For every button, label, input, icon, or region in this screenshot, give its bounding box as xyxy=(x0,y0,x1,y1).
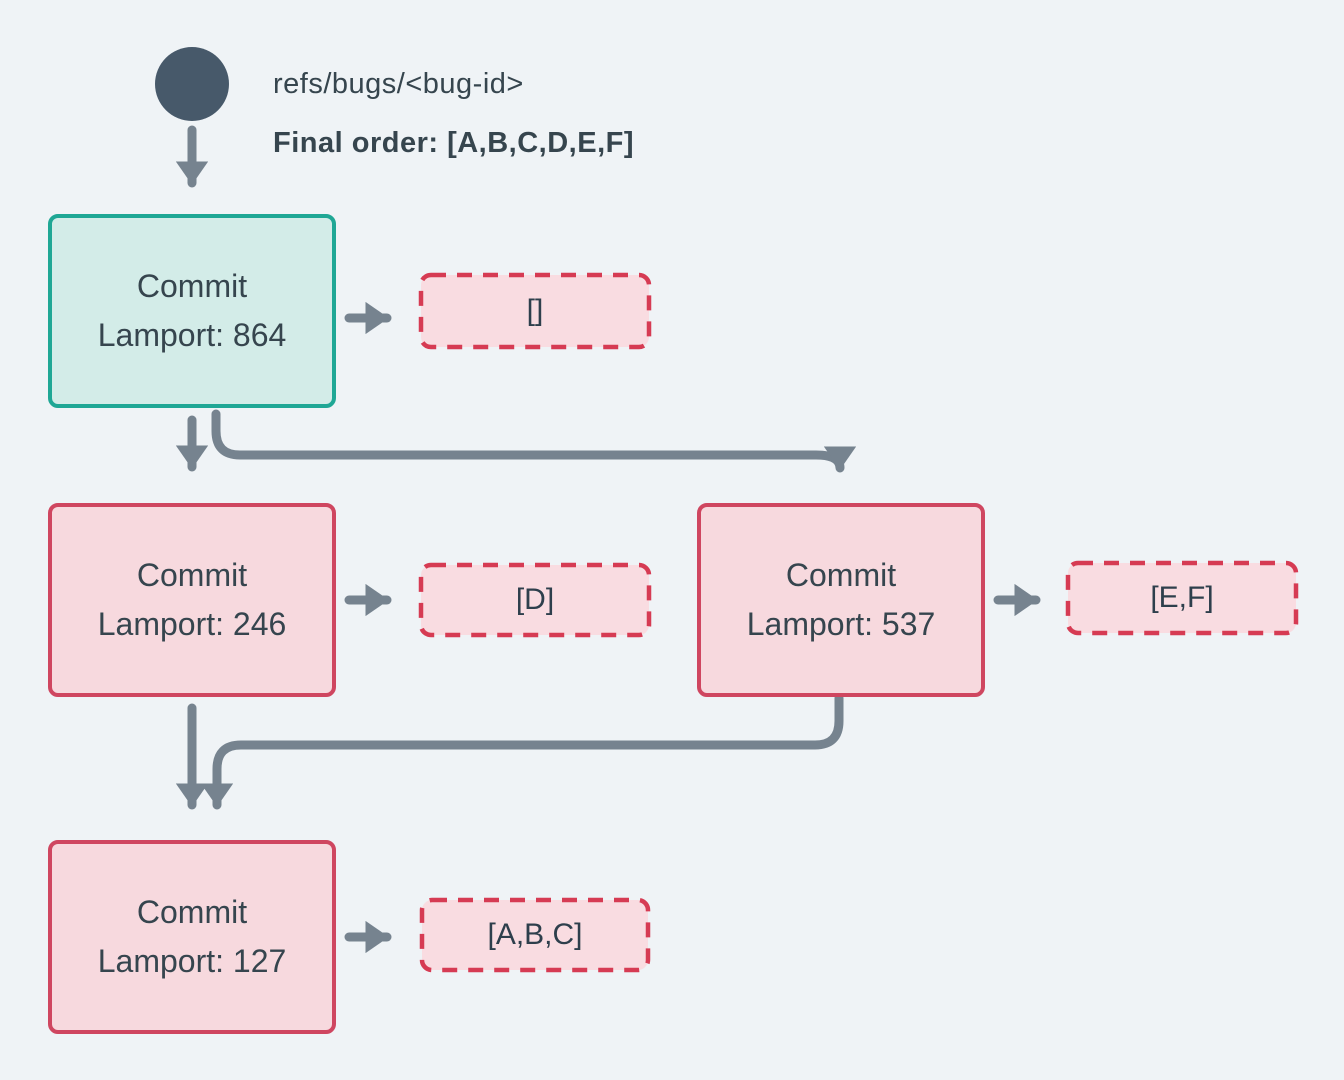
commit-node-246: Commit Lamport: 246 xyxy=(48,503,336,697)
ref-node-circle xyxy=(155,47,229,121)
list-box-d xyxy=(418,562,652,638)
edge-commit537-to-commit127 xyxy=(200,693,844,810)
commit-node-864: Commit Lamport: 864 xyxy=(48,214,336,408)
commit-node-537: Commit Lamport: 537 xyxy=(697,503,985,697)
edge-commit864-to-commit537 xyxy=(211,409,857,473)
commit-lamport: Lamport: 127 xyxy=(97,943,287,979)
commit-title: Commit xyxy=(785,557,897,593)
commit-title: Commit xyxy=(136,268,248,304)
ref-label: refs/bugs/<bug-id> xyxy=(273,68,524,100)
commit-title: Commit xyxy=(136,894,248,930)
commit-lamport: Lamport: 864 xyxy=(97,317,287,353)
commit-lamport: Lamport: 537 xyxy=(746,606,936,642)
final-order-label: Final order: [A,B,C,D,E,F] xyxy=(273,127,634,159)
list-box-ef xyxy=(1065,560,1299,636)
commit-lamport: Lamport: 246 xyxy=(97,606,287,642)
list-box-root xyxy=(418,272,652,350)
commit-node-127: Commit Lamport: 127 xyxy=(48,840,336,1034)
commit-title: Commit xyxy=(136,557,248,593)
list-box-abc xyxy=(419,897,651,973)
